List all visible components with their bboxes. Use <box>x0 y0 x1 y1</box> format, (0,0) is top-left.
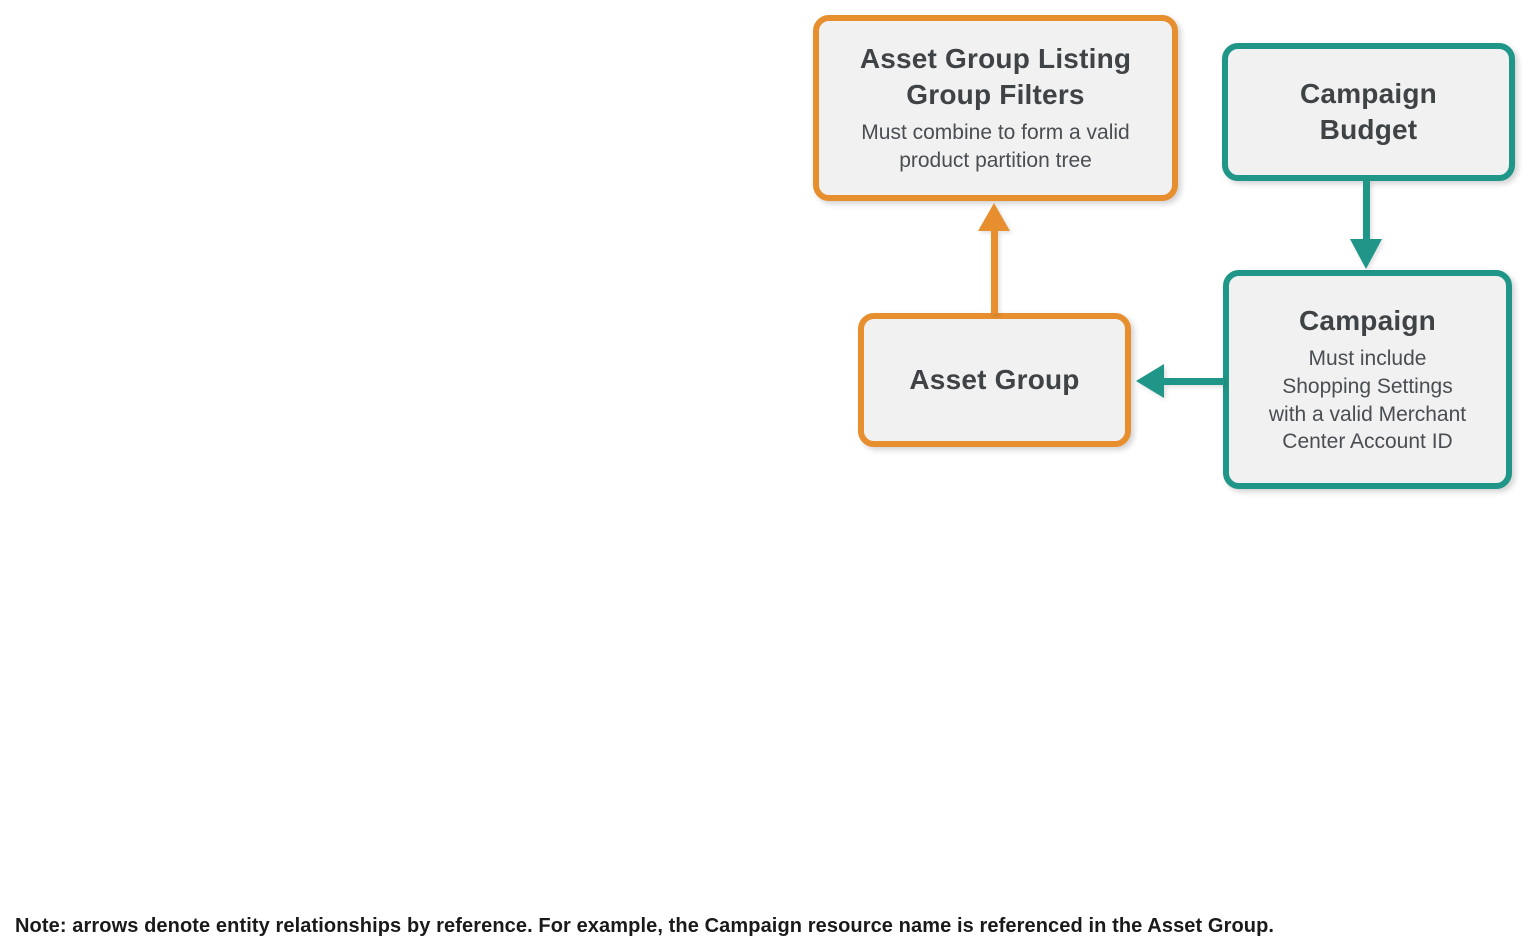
arrow-up-shaft <box>990 229 998 314</box>
campaign-box-title: Campaign <box>1299 304 1436 336</box>
arrow-asset-group-to-filters <box>978 203 1010 314</box>
box-asset-group-listing-group-filters: Asset Group Listing Group Filters Must c… <box>813 15 1178 201</box>
arrow-left-head-icon <box>1136 364 1164 398</box>
footnote: Note: arrows denote entity relationships… <box>15 915 1275 937</box>
filters-box-subtitle: Must combine to form a valid product par… <box>861 121 1130 173</box>
filters-box-title: Asset Group Listing Group Filters <box>859 43 1132 110</box>
asset-group-box-title: Asset Group <box>909 364 1080 396</box>
arrow-campaign-to-asset-group <box>1136 364 1224 398</box>
arrow-down-shaft <box>1362 181 1370 241</box>
box-campaign-budget: Campaign Budget <box>1222 43 1515 181</box>
campaign-box-subtitle: Must include Shopping Settings with a va… <box>1268 347 1467 454</box>
arrow-up-head-icon <box>978 203 1010 231</box>
arrow-campaign-budget-to-campaign <box>1350 181 1382 269</box>
box-asset-group: Asset Group <box>858 313 1131 447</box>
campaign-budget-box-title: Campaign Budget <box>1300 78 1437 145</box>
box-campaign: Campaign Must include Shopping Settings … <box>1223 270 1512 489</box>
arrow-down-head-icon <box>1350 239 1382 269</box>
arrow-left-shaft <box>1162 377 1224 385</box>
